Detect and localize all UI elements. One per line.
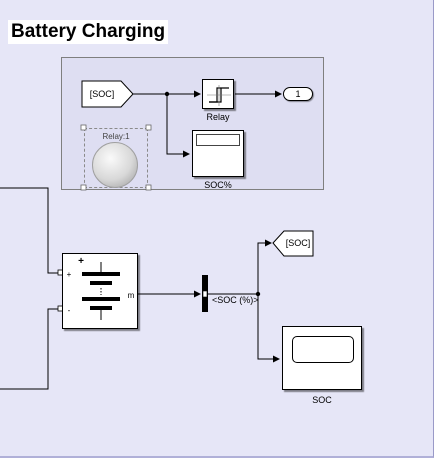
line-plus-terminal[interactable] [0,187,58,274]
goto-soc-tag: [SOC] [285,238,311,248]
model-title: Battery Charging [8,20,169,44]
battery-m-port-label: m [127,291,135,300]
soc-scope-label: SOC [312,395,332,405]
battery-port-minus-label: - [67,306,71,315]
lamp-label: Relay:1 [102,132,130,141]
soc-scope-block[interactable] [282,326,362,390]
bus-signal-label: <SOC (%)> [212,295,259,305]
scope-screen [292,336,354,363]
lamp-indicator-icon [92,142,138,188]
relay-hysteresis-icon [207,85,231,106]
line-bus-to-scope[interactable] [257,294,280,363]
battery-block[interactable]: + + - m [62,253,138,329]
battery-port-plus-label: + [66,270,72,279]
line-minus-terminal[interactable] [0,308,58,390]
from-soc-tag: [SOC] [89,89,115,99]
lamp-block[interactable]: Relay:1 [84,128,148,188]
battery-plus-sign: + [78,256,84,267]
line-bus-to-goto[interactable] [257,239,272,294]
display-readout [196,134,240,146]
battery-symbol-icon [82,262,120,320]
line-soc-to-display[interactable] [166,94,190,158]
outport-1-block[interactable]: 1 [283,87,313,101]
soc-percent-label: SOC% [204,180,232,190]
soc-percent-display-block[interactable] [192,130,244,177]
relay-block[interactable] [202,79,234,109]
relay-label: Relay [206,112,230,122]
outport-number: 1 [295,89,301,99]
